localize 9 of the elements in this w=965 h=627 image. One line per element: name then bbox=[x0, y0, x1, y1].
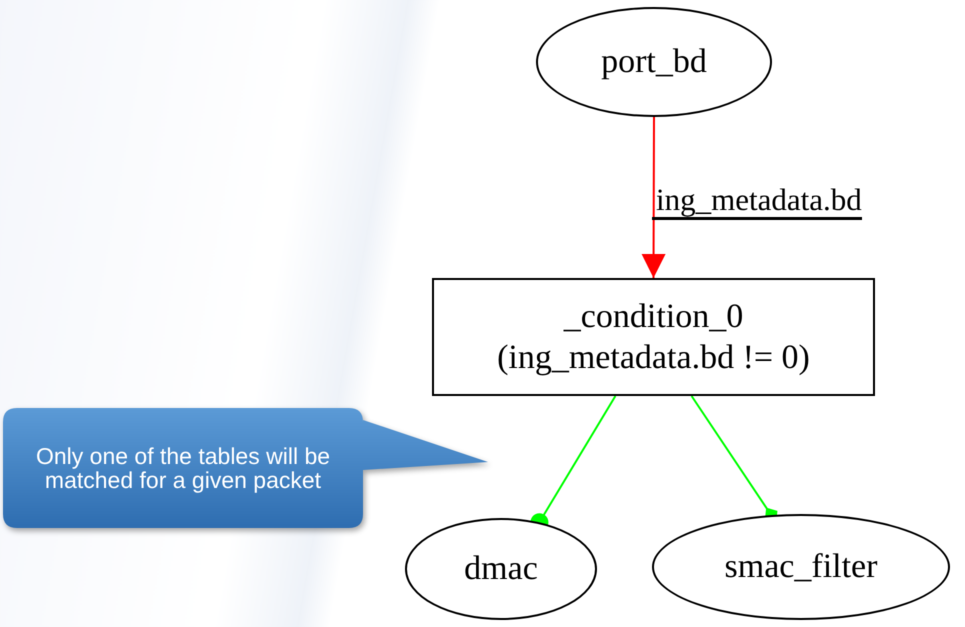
node-text: dmac bbox=[464, 549, 538, 590]
node-text: _condition_0 bbox=[564, 296, 744, 337]
node-text: smac_filter bbox=[724, 547, 878, 588]
rectangle-node bbox=[432, 278, 875, 396]
edge-label: ing_metadata.bd bbox=[652, 184, 862, 220]
connector bbox=[642, 117, 666, 278]
node-text: port_bd bbox=[601, 42, 707, 82]
node-text: (ing_metadata.bd != 0) bbox=[497, 338, 810, 378]
callout-bubble: Only one of the tables will be matched for a given packet bbox=[3, 408, 489, 528]
